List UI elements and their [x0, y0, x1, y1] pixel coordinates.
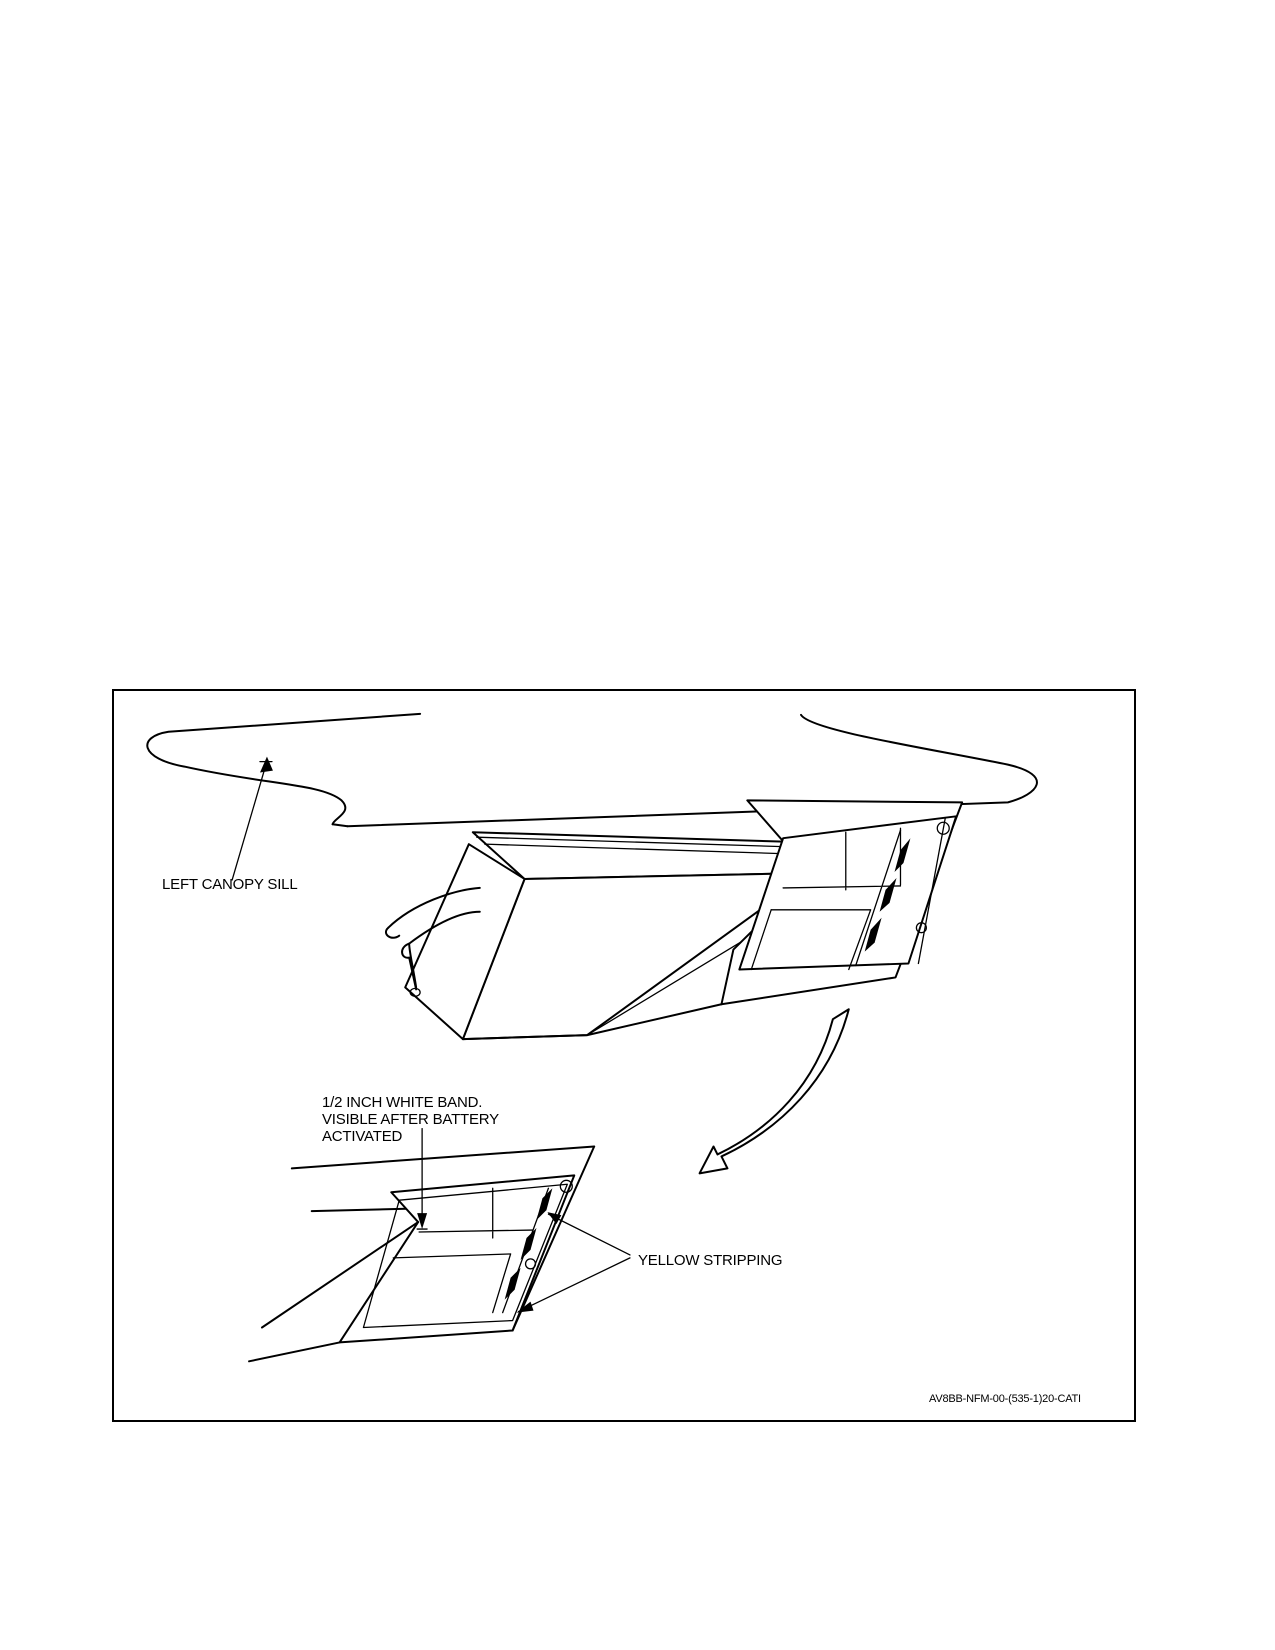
label-yellow-stripping: YELLOW STRIPPING — [638, 1252, 783, 1269]
figure-frame: LEFT CANOPY SILL 1/2 INCH WHITE BAND. VI… — [112, 689, 1136, 1422]
battery-compartment-detail — [248, 1145, 596, 1363]
figure-id: AV8BB-NFM-00-(535-1)20-CATI — [929, 1393, 1081, 1405]
label-left-canopy-sill: LEFT CANOPY SILL — [162, 876, 298, 893]
battery-cable — [384, 886, 481, 997]
battery-installation-illustration — [146, 712, 1038, 1363]
detail-callout-arrow — [698, 1008, 850, 1175]
leaders-yellow-stripping — [516, 1212, 631, 1313]
leader-left-canopy-sill — [231, 756, 273, 881]
canopy-sill-outline — [146, 712, 1038, 828]
yellow-stripe-lower — [504, 1188, 553, 1300]
battery-compartment-upper — [720, 799, 964, 1006]
leader-white-band — [416, 1127, 428, 1230]
label-white-band: 1/2 INCH WHITE BAND. VISIBLE AFTER BATTE… — [322, 1094, 499, 1145]
yellow-stripe-upper — [864, 838, 911, 952]
